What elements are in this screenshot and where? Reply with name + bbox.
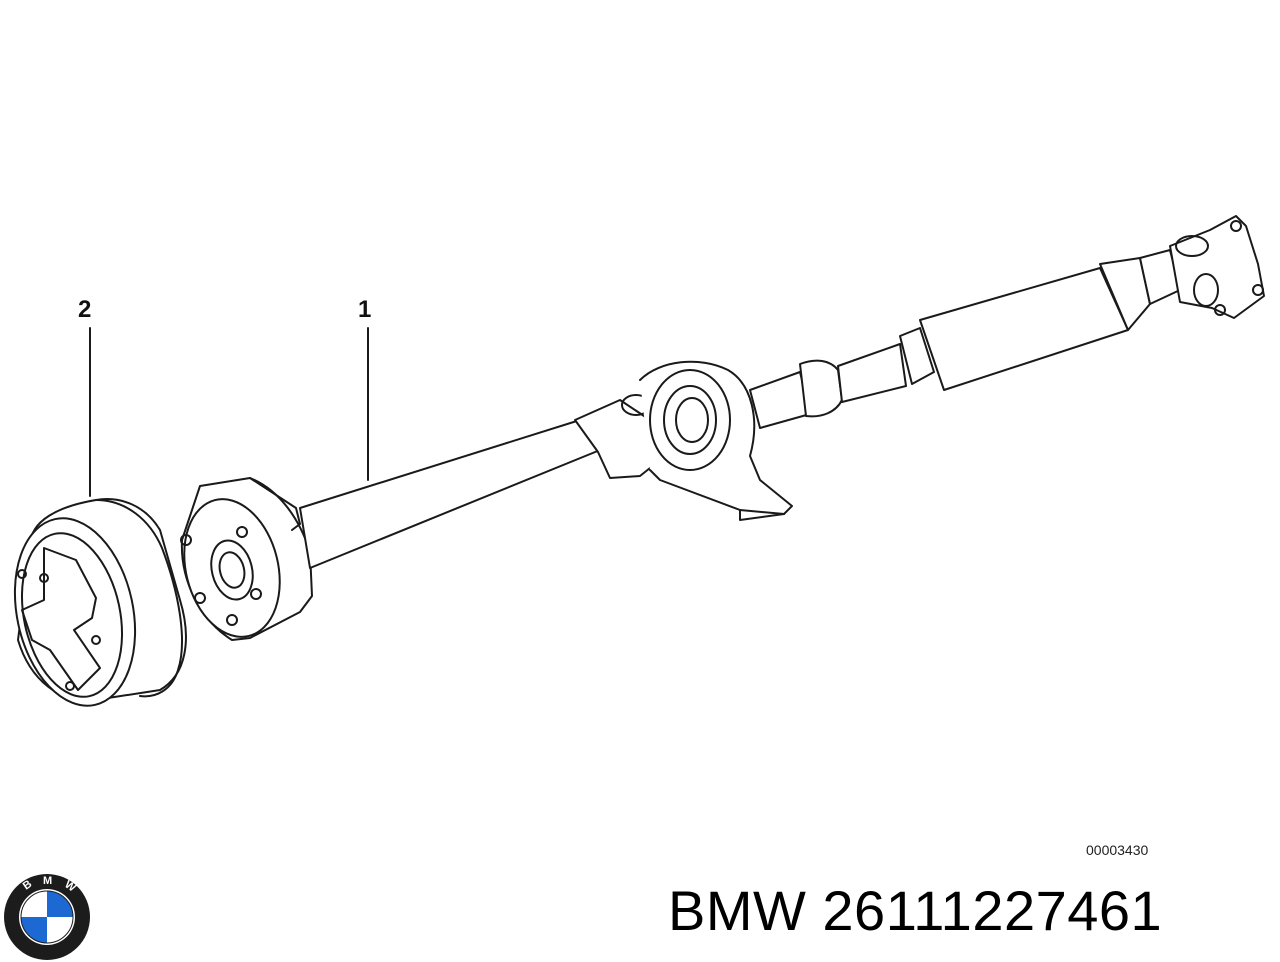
center-bearing [574, 360, 793, 521]
callout-number-2: 2 [78, 296, 92, 323]
drawing-number: 00003430 [1086, 842, 1149, 858]
bmw-logo-icon: B M W [4, 874, 90, 960]
front-shaft-tube [299, 419, 606, 569]
rear-flange [1169, 215, 1265, 319]
callout-number-1: 1 [358, 296, 372, 323]
svg-text:M: M [43, 875, 52, 887]
flex-coupling [180, 477, 313, 641]
vibration-damper [13, 498, 187, 707]
part-number-label: BMW 26111227461 [668, 879, 1163, 942]
rear-shaft-tube [749, 249, 1181, 429]
